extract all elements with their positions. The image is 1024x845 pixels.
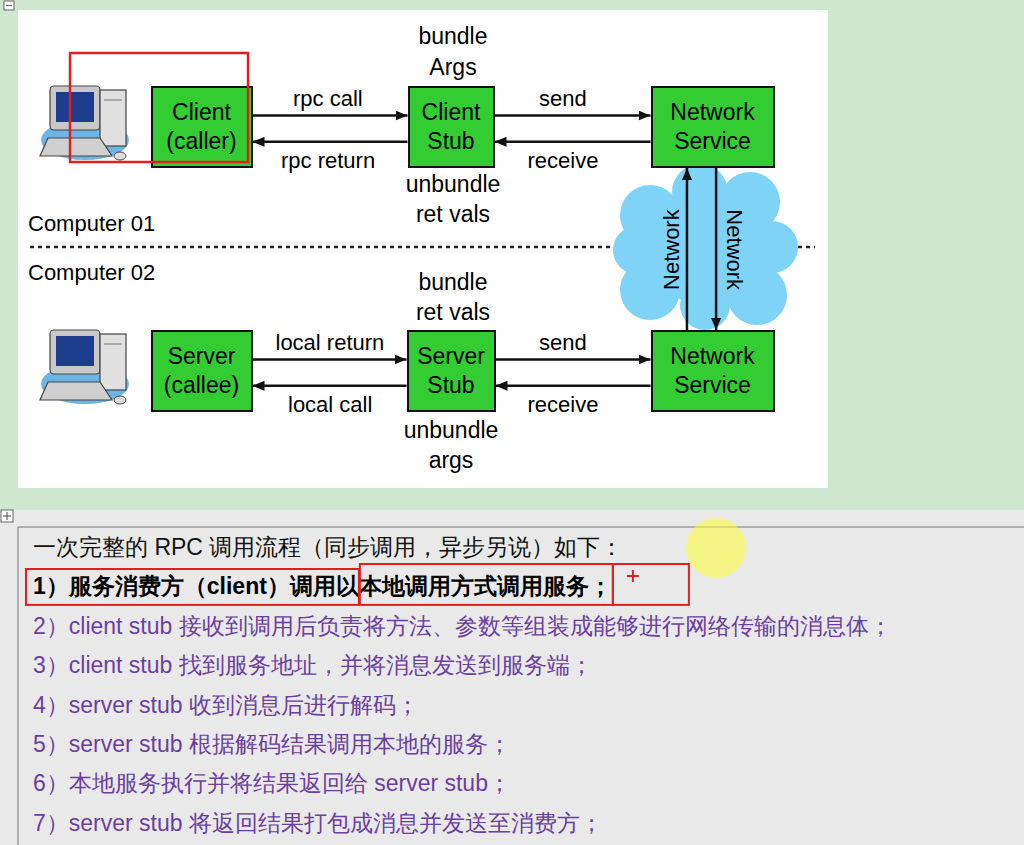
highlight-box — [360, 564, 613, 605]
table-border — [18, 527, 19, 845]
connector-label: rpc call — [293, 86, 363, 111]
connector-label: rpc return — [281, 148, 375, 173]
text-line: 5）server stub 根据解码结果调用本地的服务； — [33, 730, 511, 760]
arrow-connector — [253, 385, 407, 388]
connector-label: local return — [276, 330, 385, 355]
step-note: unbundle args — [395, 416, 507, 476]
network-cloud — [613, 164, 798, 330]
connector-label: send — [539, 86, 587, 111]
process-box: Client (caller) — [151, 86, 253, 168]
arrow-connector — [496, 358, 651, 361]
arrow-connector — [495, 141, 651, 144]
arrow-connector — [253, 141, 408, 144]
text-line: 一次完整的 RPC 调用流程（同步调用，异步另说）如下： — [33, 533, 623, 563]
process-box: Network Service — [651, 330, 775, 412]
connector-label: receive — [528, 392, 599, 417]
diagram-panel — [18, 10, 828, 488]
step-note: Computer 01 — [28, 211, 155, 237]
arrow-connector — [715, 168, 718, 330]
text-line: 3）client stub 找到服务地址，并将消息发送到服务端； — [33, 651, 593, 681]
arrow-connector — [495, 114, 651, 117]
process-box: Client Stub — [408, 86, 495, 168]
arrow-connector — [496, 385, 651, 388]
text-line: 1）服务消费方（client）调用以本地调用方式调用服务； — [33, 572, 612, 602]
box-label: Server (callee) — [159, 342, 245, 400]
cursor-cross — [627, 570, 639, 582]
text-line: 2）client stub 接收到调用后负责将方法、参数等组装成能够进行网络传输… — [33, 612, 892, 642]
highlight-box — [70, 53, 248, 162]
text-line: 6）本地服务执行并将结果返回给 server stub； — [33, 769, 511, 799]
text-panel — [0, 510, 1024, 845]
step-note: Computer 02 — [28, 260, 155, 286]
step-note: bundle Args — [407, 21, 499, 83]
box-label: Network Service — [659, 342, 767, 400]
computer-icon — [40, 86, 129, 160]
arrow-connector — [686, 168, 689, 330]
box-label: Network Service — [659, 98, 767, 156]
connector-label: Network — [658, 209, 683, 290]
computer-icon — [40, 330, 129, 404]
highlight-box — [26, 569, 359, 605]
step-note: unbundle ret vals — [397, 170, 509, 230]
process-box: Server (callee) — [151, 330, 253, 412]
arrow-connector — [253, 114, 408, 117]
connector-label: receive — [528, 148, 599, 173]
connector-label: Network — [721, 209, 746, 290]
box-label: Server Stub — [415, 342, 488, 400]
connector-label: local call — [288, 392, 372, 417]
cursor-highlight — [686, 518, 746, 578]
highlight-box — [613, 564, 689, 605]
collapse-icon — [4, 1, 14, 10]
step-note: bundle ret vals — [405, 268, 501, 328]
move-handle-icon — [1, 510, 13, 522]
connector-label: send — [539, 330, 587, 355]
box-label: Client (caller) — [159, 98, 245, 156]
process-box: Network Service — [651, 86, 775, 168]
arrow-connector — [253, 358, 407, 361]
text-line: 7）server stub 将返回结果打包成消息并发送至消费方； — [33, 809, 603, 839]
box-label: Client Stub — [416, 98, 487, 156]
table-border — [18, 527, 1024, 528]
process-box: Server Stub — [407, 330, 496, 412]
text-line: 4）server stub 收到消息后进行解码； — [33, 691, 419, 721]
